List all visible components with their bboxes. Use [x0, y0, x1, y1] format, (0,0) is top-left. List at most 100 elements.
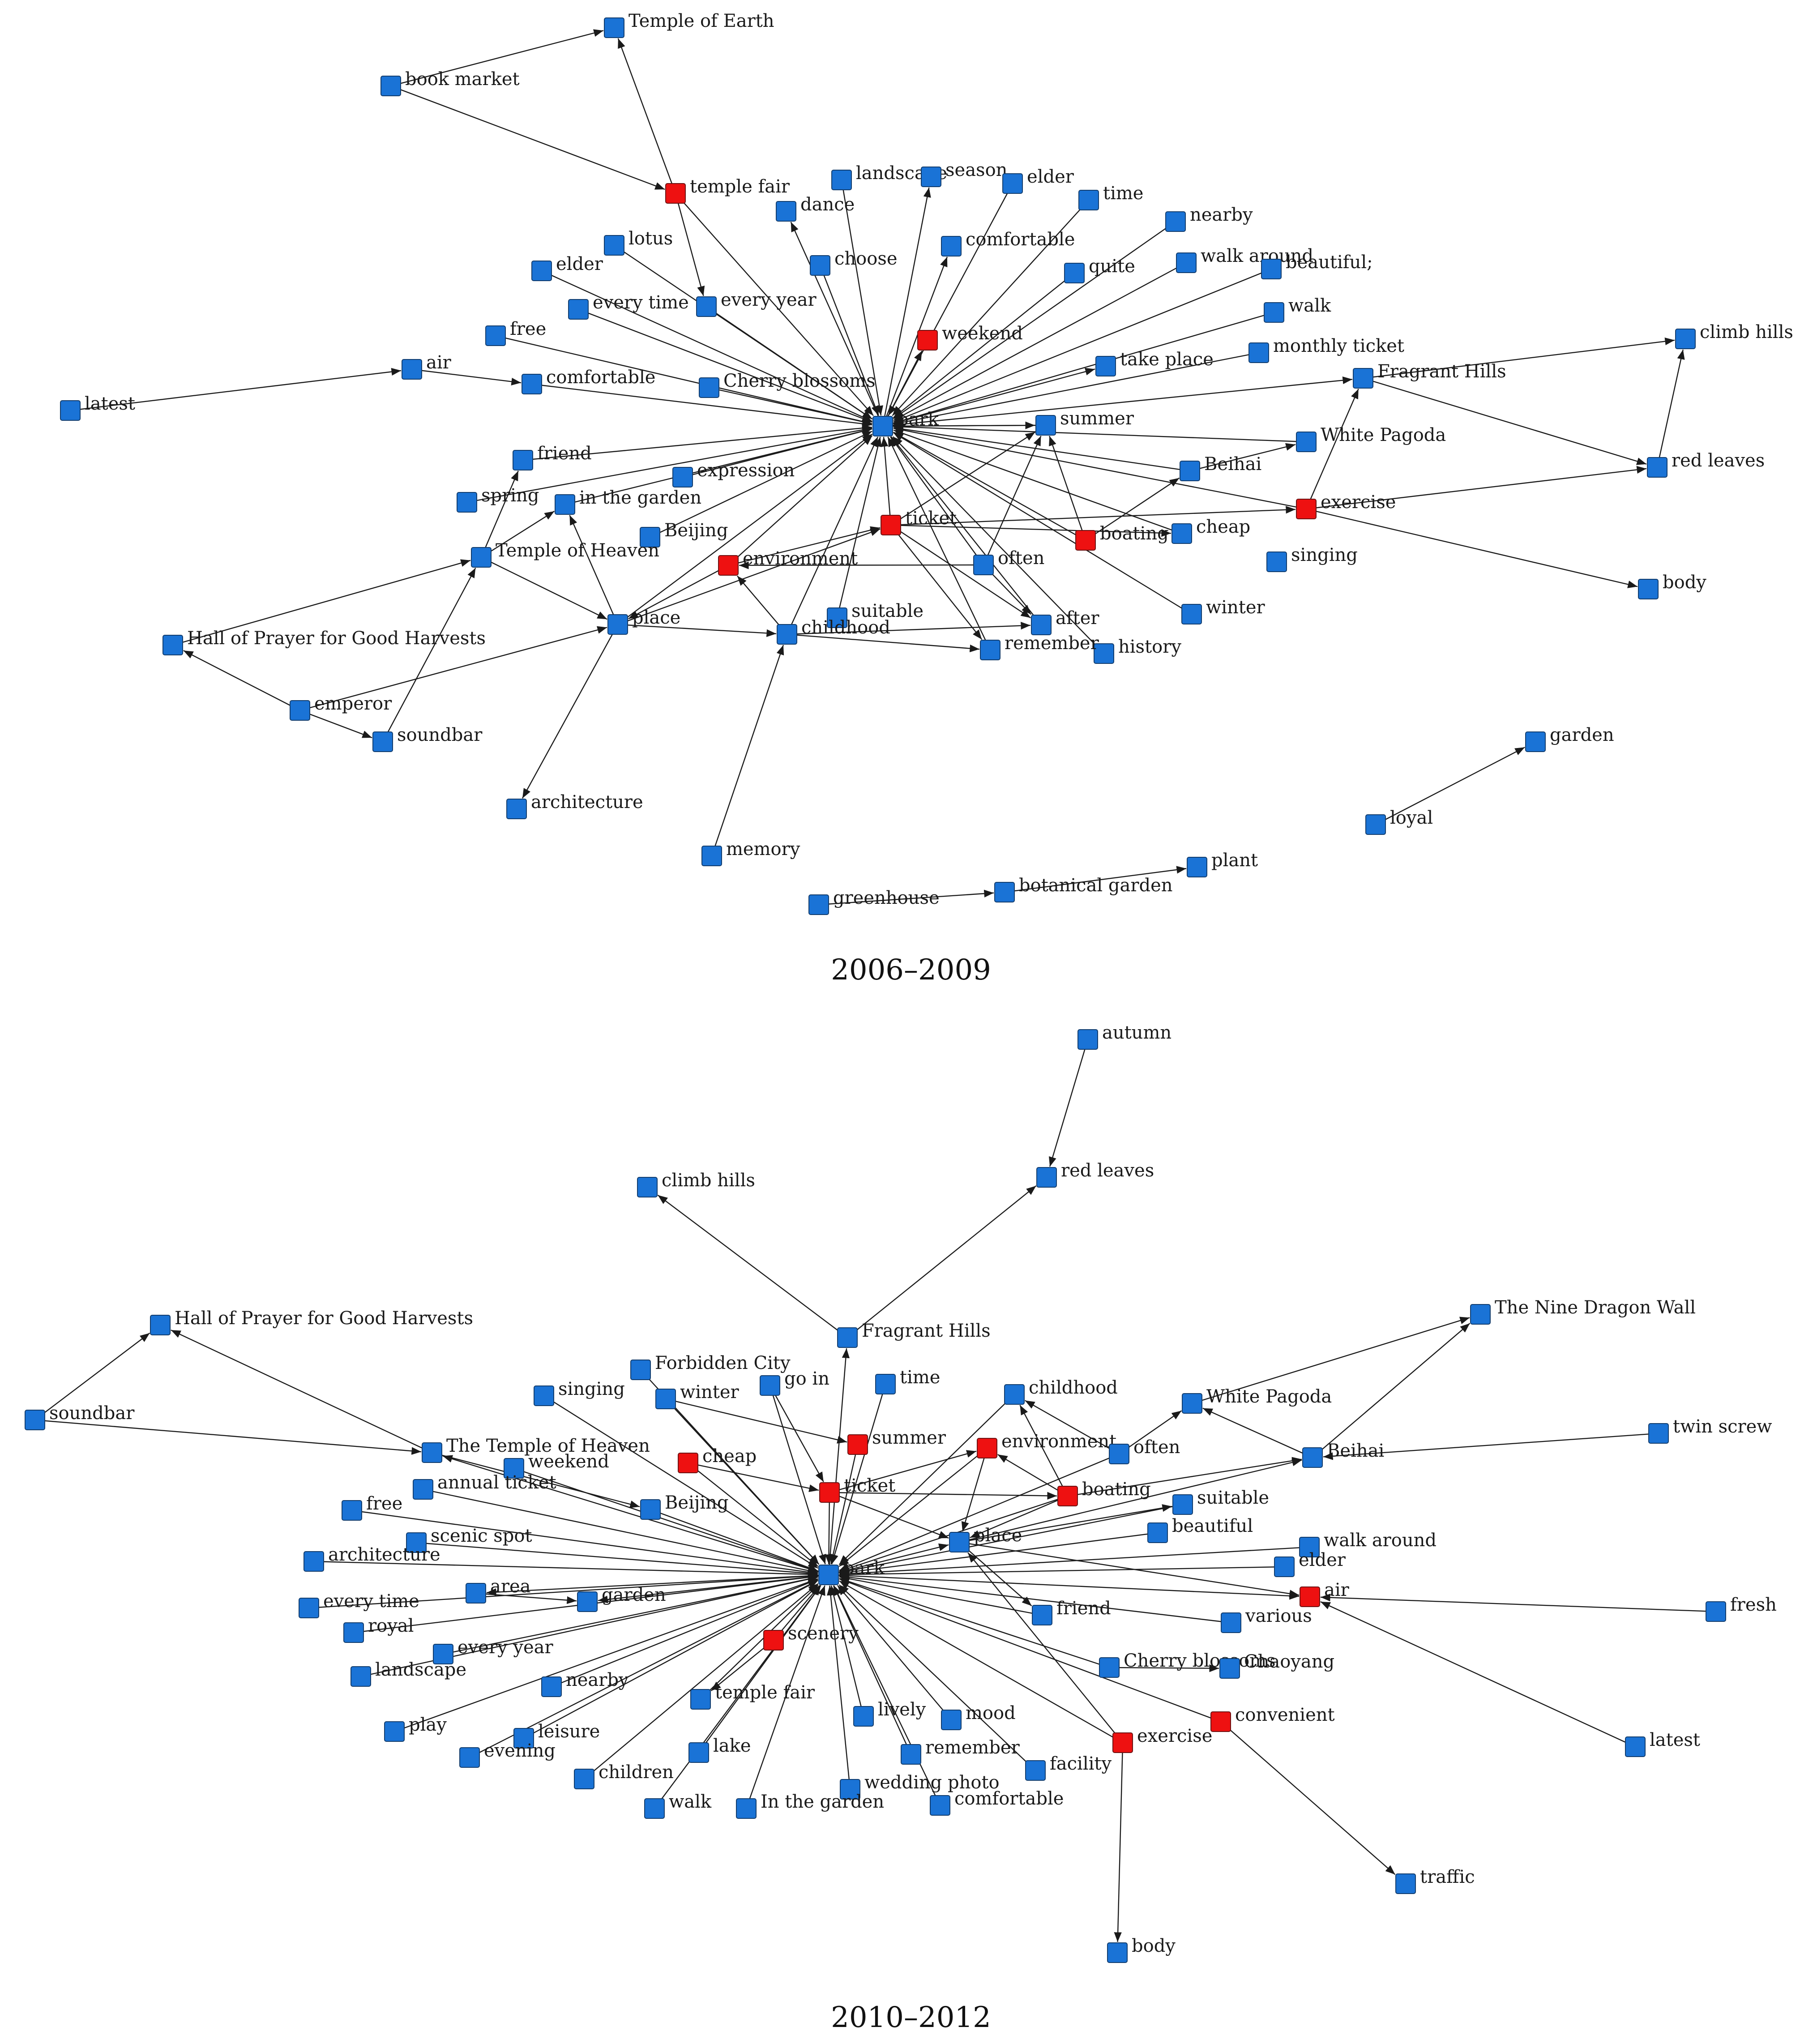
node-summer: summer: [1035, 408, 1134, 436]
node-label: traffic: [1420, 1867, 1475, 1887]
edge-elder-l-to-park: [541, 270, 872, 422]
edge-temple-heaven-to-beijing: [432, 1452, 640, 1508]
node-label: monthly ticket: [1273, 336, 1404, 356]
node-marker: [872, 416, 893, 436]
edge-winter-to-summer: [665, 1398, 847, 1444]
node-label: greenhouse: [833, 888, 940, 908]
node-marker: [1165, 211, 1186, 232]
node-garden: garden: [577, 1585, 666, 1612]
node-label: quite: [1089, 256, 1135, 277]
edge-environment-to-place: [628, 564, 729, 620]
node-label: temple fair: [715, 1682, 815, 1703]
edge-soundbar-to-hall-prayer: [34, 1332, 150, 1420]
edge-ticket-to-park: [881, 436, 892, 526]
node-marker: [413, 1479, 433, 1500]
node-label: childhood: [801, 617, 890, 638]
edge-twin-screw-to-beihai: [1323, 1433, 1659, 1460]
edge-monthly-ticket-to-park: [893, 352, 1259, 426]
edge-childhood-to-park: [786, 436, 879, 635]
node-friend: friend: [513, 443, 592, 470]
node-free: free: [342, 1493, 402, 1521]
edge-singing-to-park: [543, 1395, 818, 1569]
node-label: elder: [1027, 167, 1074, 187]
node-twin-screw: twin screw: [1648, 1416, 1772, 1444]
node-marker: [881, 515, 901, 535]
node-marker: [1395, 1873, 1416, 1894]
edge-remember-to-park: [887, 436, 991, 650]
edge-lake-to-park: [698, 1585, 821, 1753]
node-friend: friend: [1032, 1598, 1111, 1625]
node-marker: [973, 555, 994, 575]
node-fresh: fresh: [1706, 1595, 1777, 1622]
node-area: area: [466, 1576, 531, 1604]
node-weekend: weekend: [917, 323, 1023, 351]
edge-exercise-to-red-leaves: [1306, 466, 1647, 510]
node-label: park: [897, 409, 939, 430]
node-after: after: [1031, 608, 1099, 635]
node-monthly-ticket: monthly ticket: [1248, 336, 1404, 363]
node-marker: [901, 1744, 921, 1765]
node-annual-ticket: annual ticket: [413, 1472, 556, 1500]
node-childhood: childhood: [1004, 1377, 1118, 1405]
edge-fresh-to-air: [1320, 1594, 1716, 1612]
node-marker: [604, 235, 624, 256]
node-botanical-garden: botanical garden: [994, 875, 1173, 902]
edge-ticket-to-exercise: [890, 506, 1296, 526]
edge-place-to-suitable: [959, 1504, 1172, 1543]
network-caption: 2006–2009: [831, 954, 991, 987]
node-label: architecture: [328, 1544, 440, 1565]
node-white-pagoda: White Pagoda: [1296, 425, 1446, 452]
edge-suitable-to-park: [839, 1504, 1183, 1575]
node-label: memory: [726, 839, 800, 860]
node-marker: [299, 1598, 319, 1618]
node-greenhouse: greenhouse: [808, 888, 940, 915]
node-marker: [1109, 1444, 1129, 1464]
edge-fragrant-hills-to-climb-hills: [657, 1194, 848, 1338]
edge-air-to-comfortable-mid: [411, 368, 522, 385]
node-marker: [837, 1327, 858, 1348]
node-marker: [827, 607, 847, 628]
node-exercise: exercise: [1112, 1726, 1212, 1753]
node-label: winter: [680, 1382, 740, 1403]
node-marker: [1147, 1522, 1168, 1543]
edge-white-pagoda-to-nine-dragon: [1192, 1317, 1470, 1404]
node-often: often: [1109, 1437, 1180, 1464]
edge-childhood-to-park: [838, 1394, 1015, 1565]
node-marker: [941, 1710, 962, 1730]
node-label: evening: [484, 1740, 556, 1761]
edge-layer: [34, 1039, 1716, 1942]
edge-beautiful-to-park: [839, 1532, 1158, 1576]
node-every-year: every year: [433, 1637, 553, 1664]
node-suitable: suitable: [1172, 1488, 1269, 1515]
node-label: air: [1324, 1580, 1350, 1600]
edge-suitable-to-park: [836, 436, 882, 618]
edge-autumn-to-red-leaves: [1049, 1039, 1089, 1167]
node-marker: [941, 236, 962, 257]
edge-mood-to-park: [837, 1585, 952, 1720]
node-label: after: [1056, 608, 1099, 629]
node-marker: [763, 1630, 784, 1651]
node-chaoyang: Chaoyang: [1219, 1651, 1334, 1679]
node-label: plant: [1211, 850, 1258, 871]
node-marker: [1107, 1942, 1128, 1963]
edge-in-garden-to-park: [745, 1585, 825, 1809]
node-scenery: scenery: [763, 1623, 859, 1651]
edge-environment-to-park: [728, 435, 873, 566]
edge-winter-to-park: [665, 1398, 820, 1565]
edge-park-to-garden: [598, 1574, 829, 1604]
node-exercise: exercise: [1296, 492, 1396, 519]
node-cherry: Cherry blossoms: [1099, 1651, 1276, 1678]
edge-every-year-to-park: [443, 1575, 818, 1655]
node-label: exercise: [1137, 1726, 1212, 1746]
edge-place-to-ticket: [617, 528, 881, 625]
edge-children-to-park: [584, 1583, 819, 1779]
node-beautiful: beautiful: [1147, 1516, 1253, 1543]
node-marker: [1182, 1393, 1202, 1414]
edge-ticket-to-boating: [829, 1492, 1057, 1500]
node-marker: [672, 467, 693, 487]
node-elder-r: elder: [1002, 167, 1074, 194]
edge-free-to-park: [495, 335, 872, 425]
node-marker: [541, 1676, 562, 1697]
node-comfortable-mid: comfortable: [522, 367, 655, 394]
